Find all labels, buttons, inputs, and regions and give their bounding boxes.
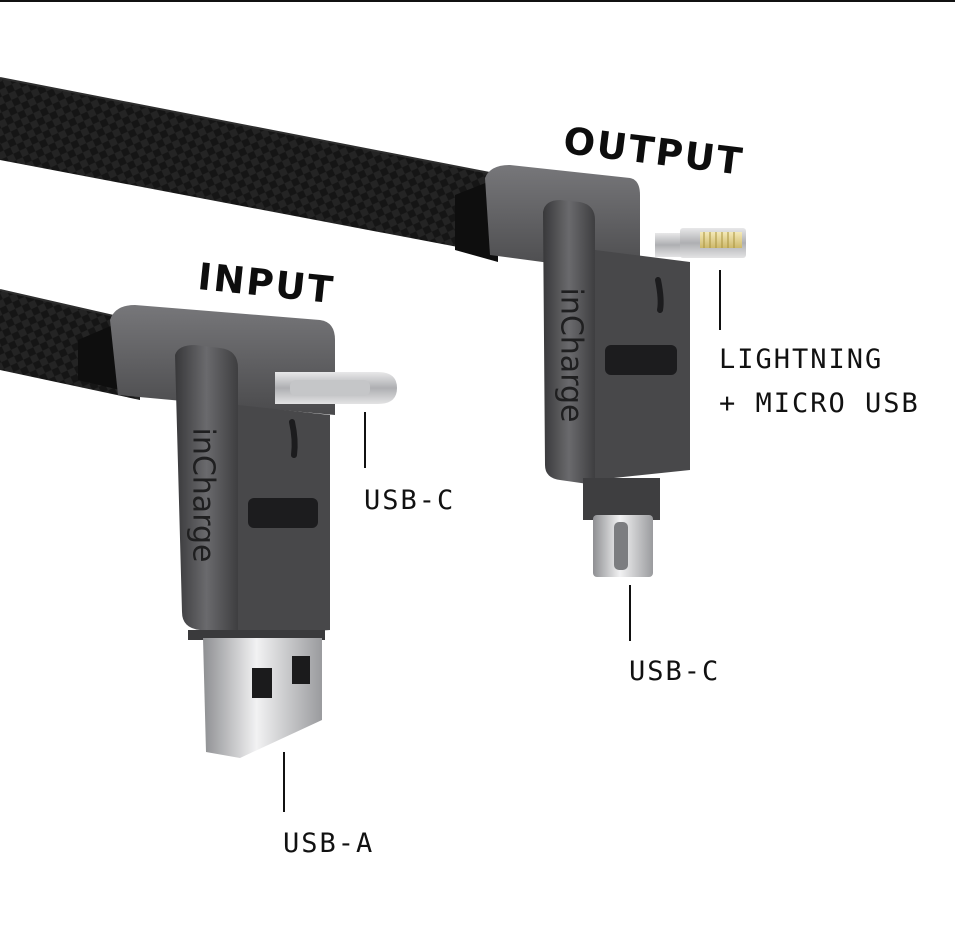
output-usb-c-leader-line xyxy=(629,585,631,641)
brand-logo-output: inCharge xyxy=(554,288,589,423)
usb-a-leader-line xyxy=(283,752,285,812)
input-usb-c-label: USB-C xyxy=(364,485,456,516)
output-usb-c-label: USB-C xyxy=(629,656,721,687)
output-cable xyxy=(0,77,501,255)
micro-usb-label: + MICRO USB xyxy=(719,388,920,419)
input-usb-c-tip xyxy=(275,372,397,404)
lightning-label: LIGHTNING xyxy=(719,344,884,375)
lightning-leader-line xyxy=(719,270,721,330)
usb-a-label: USB-A xyxy=(283,828,375,859)
lightning-tip xyxy=(655,228,746,258)
output-usb-c-tip xyxy=(593,515,653,577)
brand-logo-input: inCharge xyxy=(186,428,221,563)
output-connector: inCharge xyxy=(455,165,746,577)
usb-a-tip xyxy=(203,638,322,758)
top-divider xyxy=(0,0,955,2)
input-usb-c-leader-line xyxy=(364,412,366,468)
input-connector: inCharge xyxy=(78,305,397,758)
